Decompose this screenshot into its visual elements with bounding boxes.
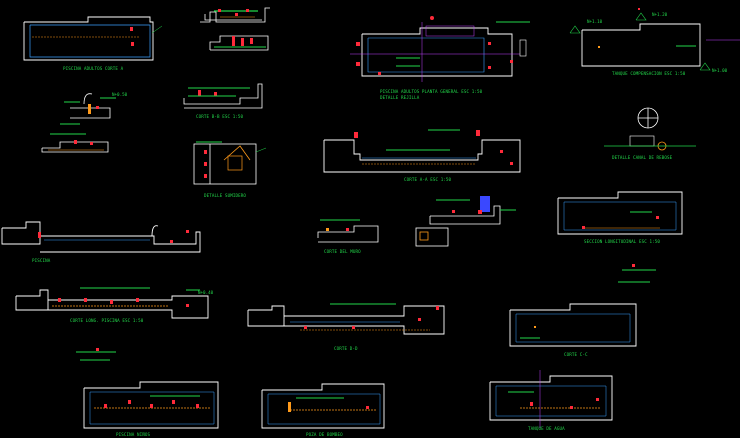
detail-grate-mid — [209, 35, 269, 51]
detail-wall — [317, 219, 379, 243]
level-overflow-channel: N+0.50 — [112, 92, 128, 97]
detail-long-section-lower-center — [247, 303, 445, 335]
caption-tank-top-right: TANQUE COMPENSACION ESC 1:50 — [612, 71, 686, 76]
detail-tank-right-lower — [509, 303, 637, 347]
detail-small-valve — [618, 264, 656, 283]
caption-pool-plan-line-1: PISCINA ADULTOS PLANTA GENERAL ESC 1:50 — [380, 89, 483, 94]
caption-tank-right-lower: CORTE C-C — [564, 352, 588, 357]
detail-tank-top-right — [569, 8, 740, 71]
caption-tank-right-mid: SECCION LONGITUDINAL ESC 1:50 — [584, 239, 660, 244]
detail-long-section-center — [323, 129, 521, 173]
caption-section-b: CORTE B-B ESC 1:50 — [196, 114, 244, 119]
caption-long-section-lower-center: CORTE D-D — [334, 346, 358, 351]
caption-wall: CORTE DEL MURO — [324, 249, 361, 254]
detail-round-fitting — [604, 107, 696, 151]
detail-grate-top — [200, 7, 270, 23]
detail-kids-pool-bottom — [83, 381, 219, 429]
level-tank-right: N+1.00 — [712, 68, 728, 73]
detail-overflow-channel — [60, 93, 116, 125]
caption-long-section-lower-left: CORTE LONG. PISCINA ESC 1:50 — [70, 318, 144, 323]
caption-kids-pool: PISCINA NIÑOS — [116, 432, 150, 437]
detail-pool-plan-top-center — [350, 16, 530, 82]
detail-long-section-left — [1, 221, 201, 253]
caption-long-section-center: CORTE A-A ESC 1:50 — [404, 177, 452, 182]
detail-slab-small — [76, 348, 116, 361]
caption-round-fitting: DETALLE CANAL DE REBOSE — [612, 155, 673, 160]
caption-sump: DETALLE SUMIDERO — [204, 193, 246, 198]
caption-pool-section-1: PISCINA ADULTOS CORTE A — [63, 66, 124, 71]
detail-pool-section-top-left — [23, 16, 163, 61]
level-tank-top: N+1.20 — [652, 12, 668, 17]
detail-long-section-lower-left — [15, 287, 209, 319]
level-long-section-lower: N+0.40 — [198, 290, 214, 295]
detail-drain-left — [41, 133, 109, 153]
detail-water-tank-bottom — [489, 370, 613, 428]
detail-sump — [193, 141, 267, 185]
detail-tank-right-mid — [557, 191, 683, 235]
caption-pool-plan-line-2: DETALLE REJILLA — [380, 95, 420, 100]
detail-equipment-center — [415, 196, 516, 247]
detail-section-b — [183, 83, 263, 109]
caption-long-section-left: PISCINA — [32, 258, 51, 263]
detail-pump-pit-bottom — [261, 383, 385, 429]
caption-water-tank: TANQUE DE AGUA — [528, 426, 565, 431]
level-tank-left: N+1.10 — [587, 19, 603, 24]
caption-pump-pit: POZA DE BOMBEO — [306, 432, 343, 437]
